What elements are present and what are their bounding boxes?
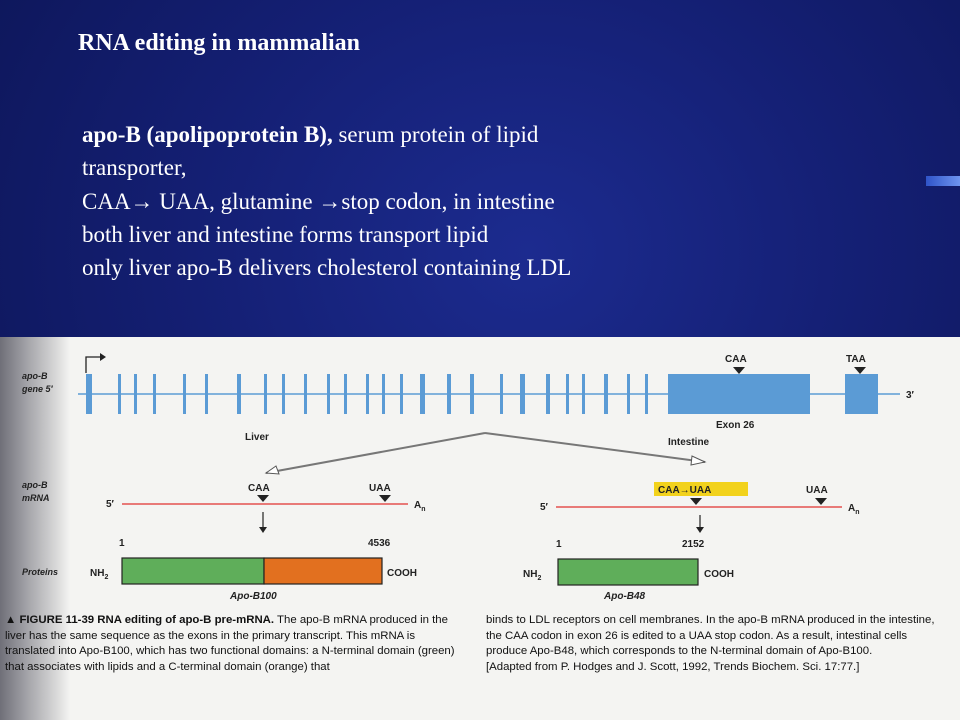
mrna-label-1: apo-B (22, 480, 48, 490)
uaa-liver-label: UAA (369, 483, 391, 494)
exon (470, 374, 474, 414)
promoter-arrow (85, 356, 100, 373)
apo-b48-start: 1 (556, 539, 562, 550)
an-intestine: An (848, 503, 860, 516)
exon (282, 374, 285, 414)
arrow-to-liver-head (264, 465, 280, 475)
bullet-line-1: apo-B (apolipoprotein B), serum protein … (82, 118, 862, 151)
caption-left: ▲ FIGURE 11-39 RNA editing of apo-B pre-… (5, 613, 465, 675)
exon (205, 374, 208, 414)
an-liver: An (414, 500, 426, 513)
gene-label-2: gene 5′ (21, 384, 54, 394)
liver-label: Liver (245, 432, 269, 443)
taa-top-marker (854, 367, 866, 374)
exon (500, 374, 503, 414)
apo-b100-c-domain (263, 557, 383, 585)
edited-codon-highlight (654, 482, 748, 496)
apo-b48-label: Apo-B48 (603, 591, 646, 602)
uaa-intestine-label: UAA (806, 485, 828, 496)
exon (604, 374, 608, 414)
edited-codon-label: CAA→UAA (658, 485, 711, 496)
exon (183, 374, 186, 414)
caa-liver-label: CAA (248, 483, 270, 494)
bullet-text: apo-B (apolipoprotein B), serum protein … (82, 118, 862, 285)
exon (366, 374, 369, 414)
exon-26 (668, 374, 810, 414)
translation-arrow-intestine-head (696, 527, 704, 533)
caption-left-text: The apo-B mRNA produced in the liver has… (5, 614, 455, 673)
mrna-label-2: mRNA (22, 493, 50, 503)
exon (153, 374, 156, 414)
bullet-line-2: transporter, (82, 155, 187, 181)
five-prime-intestine: 5′ (540, 502, 549, 513)
gene-3prime: 3′ (906, 390, 915, 401)
arrow-to-intestine (484, 432, 706, 463)
caa-top-marker (733, 367, 745, 374)
exon (645, 374, 648, 414)
nh2-left: NH2 (90, 568, 108, 581)
exon (344, 374, 347, 414)
apo-b100-label: Apo-B100 (229, 591, 277, 602)
bullet-line-3: CAA→ UAA, glutamine →stop codon, in inte… (82, 188, 555, 214)
bold-term: apo-B (apolipoprotein B), (82, 122, 333, 147)
exon (627, 374, 630, 414)
accent-bar (926, 176, 960, 186)
exon (382, 374, 385, 414)
textbook-figure: apo-B gene 5′ (0, 337, 960, 720)
taa-top-label: TAA (846, 354, 866, 365)
exon (420, 374, 425, 414)
exon (327, 374, 330, 414)
caa-top-label: CAA (725, 354, 747, 365)
page-shadow (0, 337, 70, 720)
exon (447, 374, 451, 414)
apo-b48-domain (557, 558, 699, 586)
exon (520, 374, 525, 414)
proteins-label: Proteins (22, 567, 58, 577)
exon (566, 374, 569, 414)
caa-liver-marker (257, 495, 269, 502)
gene-label-1: apo-B (22, 371, 48, 381)
apo-b100-start: 1 (119, 538, 125, 549)
exon (546, 374, 550, 414)
apo-b-diagram: apo-B gene 5′ (21, 353, 915, 602)
promoter-arrowhead (100, 353, 106, 361)
edited-codon-marker (690, 498, 702, 505)
exon (118, 374, 121, 414)
arrow-to-liver (265, 432, 486, 474)
exon-last (845, 374, 878, 414)
intestine-label: Intestine (668, 437, 710, 448)
exon (400, 374, 403, 414)
uaa-liver-marker (379, 495, 391, 502)
figure-label: ▲ FIGURE 11-39 RNA editing of apo-B pre-… (5, 614, 275, 626)
uaa-intestine-marker (815, 498, 827, 505)
line1-rest: serum protein of lipid (332, 122, 539, 147)
bullet-line-4: both liver and intestine forms transport… (82, 222, 489, 248)
exon (582, 374, 585, 414)
exon (86, 374, 92, 414)
exon (134, 374, 137, 414)
arrow-to-intestine-head (690, 455, 707, 466)
nh2-right: NH2 (523, 569, 541, 582)
caption-right-text: binds to LDL receptors on cell membranes… (486, 614, 935, 657)
cooh-right: COOH (704, 569, 734, 580)
exon (237, 374, 241, 414)
slide-title: RNA editing in mammalian (78, 30, 361, 56)
apo-b100-n-domain (121, 557, 265, 585)
exons (86, 374, 878, 414)
apo-b100-end: 4536 (368, 538, 391, 549)
apo-b48-end: 2152 (682, 539, 705, 550)
cooh-left: COOH (387, 568, 417, 579)
exon (304, 374, 307, 414)
exon-26-label: Exon 26 (716, 420, 755, 431)
five-prime-liver: 5′ (106, 499, 115, 510)
caption-right: binds to LDL receptors on cell membranes… (486, 613, 946, 675)
caption-reference: [Adapted from P. Hodges and J. Scott, 19… (486, 660, 860, 673)
bullet-line-5: only liver apo-B delivers cholesterol co… (82, 255, 572, 281)
translation-arrow-liver-head (259, 527, 267, 533)
exon (264, 374, 267, 414)
